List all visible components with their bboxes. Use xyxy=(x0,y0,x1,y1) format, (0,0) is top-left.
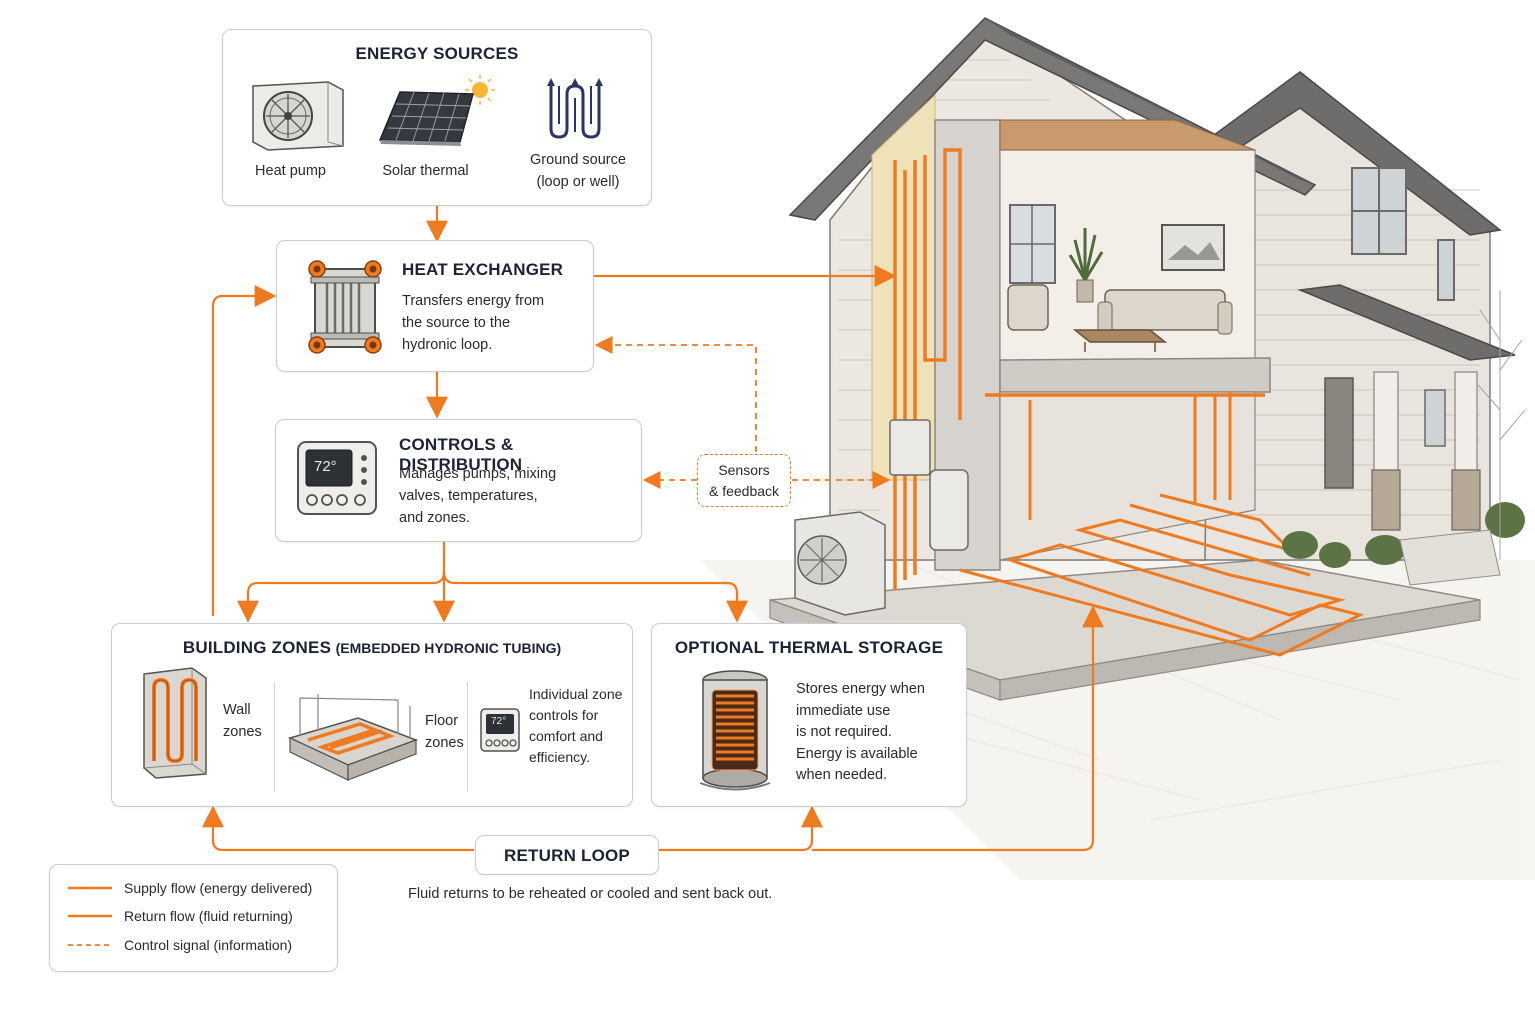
legend-label-return: Return flow (fluid returning) xyxy=(124,908,293,924)
return-loop-caption: Fluid returns to be reheated or cooled a… xyxy=(408,886,773,902)
ground-source-label-line1: Ground source xyxy=(530,152,626,168)
storage-tank-icon xyxy=(699,670,771,791)
ground-source-label-line2: (loop or well) xyxy=(536,174,620,190)
legend-box: Supply flow (energy delivered) Return fl… xyxy=(49,864,338,972)
tree-sketch xyxy=(1477,290,1526,560)
signal-sensors-to-exchanger xyxy=(594,336,757,452)
floor-zones-icon xyxy=(287,694,419,781)
floor-slab xyxy=(999,357,1271,393)
arrow-return-loop-right xyxy=(659,805,823,852)
controls-title: CONTROLS & DISTRIBUTION xyxy=(399,435,523,474)
thermal-storage-line3: is not required. xyxy=(796,724,892,740)
wall-zones-label-line1: Wall xyxy=(223,702,251,718)
thermostat-icon xyxy=(297,441,377,515)
house-window xyxy=(1424,389,1446,447)
zones-divider-2 xyxy=(467,682,468,792)
thermal-storage-line5: when needed. xyxy=(796,767,888,783)
legend-item-supply: Supply flow (energy delivered) xyxy=(68,880,312,896)
room-ceiling xyxy=(999,119,1256,151)
building-zones-title-sub: (EMBEDDED HYDRONIC TUBING) xyxy=(335,640,562,656)
controls-desc-line1: Manages pumps, mixing xyxy=(399,466,557,482)
return-loop-box: RETURN LOOP xyxy=(475,835,659,875)
wall-zones-icon xyxy=(143,667,207,779)
utility-control-box xyxy=(889,419,931,476)
supply-pipes xyxy=(893,148,1265,590)
legend-swatch-return xyxy=(68,914,112,918)
controls-desc-line3: and zones. xyxy=(399,510,470,526)
building-zones-card: BUILDING ZONES (EMBEDDED HYDRONIC TUBING… xyxy=(111,623,633,807)
solar-thermal-label: Solar thermal xyxy=(382,163,469,179)
porch-door xyxy=(1324,377,1354,489)
zone-controls-line4: efficiency. xyxy=(529,749,590,765)
floor-zones-label-line1: Floor xyxy=(425,713,459,729)
heat-exchanger-icon xyxy=(308,260,382,354)
houseplant xyxy=(1068,228,1104,303)
heat-pump-label: Heat pump xyxy=(255,163,326,179)
legend-label-supply: Supply flow (energy delivered) xyxy=(124,880,313,896)
building-zones-title: BUILDING ZONES (EMBEDDED HYDRONIC TUBING… xyxy=(112,638,632,658)
wall-zones-label-line2: zones xyxy=(223,724,262,740)
armchair xyxy=(1007,284,1049,331)
heat-exchanger-desc-line2: the source to the xyxy=(402,315,511,331)
floor-tubing xyxy=(959,392,1365,657)
arrow-return-to-exchanger xyxy=(211,285,277,616)
shrubs xyxy=(1282,502,1525,568)
arrow-return-from-house xyxy=(812,605,1104,852)
arrow-controls-to-storage xyxy=(442,571,748,623)
zones-divider-1 xyxy=(274,682,275,792)
sensors-label-line2: & feedback xyxy=(708,483,780,499)
house-window xyxy=(1437,239,1455,301)
legend-item-control: Control signal (information) xyxy=(68,937,292,953)
building-zones-title-main: BUILDING ZONES xyxy=(182,638,332,657)
heat-exchanger-desc-line1: Transfers energy from xyxy=(402,293,545,309)
porch-roof xyxy=(1297,284,1516,361)
water-heater xyxy=(929,469,969,551)
arrow-return-loop-left xyxy=(202,805,474,852)
porch-steps xyxy=(1399,529,1501,586)
return-loop-title: RETURN LOOP xyxy=(504,846,630,865)
zone-controls-line2: controls for xyxy=(529,707,599,723)
outdoor-heat-pump-unit xyxy=(794,511,886,616)
legend-label-control: Control signal (information) xyxy=(124,937,293,953)
wall-picture xyxy=(1161,224,1225,271)
zone-controls-line3: comfort and xyxy=(529,728,603,744)
ground-loop-icon xyxy=(547,78,603,139)
heat-exchanger-card: HEAT EXCHANGER Transfers energy from the… xyxy=(276,240,594,372)
coffee-table xyxy=(1072,329,1168,352)
solar-panel-icon xyxy=(378,75,495,146)
thermostat-reading: 72° xyxy=(314,458,337,475)
zone-controls-line1: Individual zone xyxy=(529,686,623,702)
energy-sources-title: ENERGY SOURCES xyxy=(355,44,519,63)
zone-thermostat-icon xyxy=(480,708,520,752)
heat-exchanger-desc-line3: hydronic loop. xyxy=(402,337,493,353)
legend-swatch-supply xyxy=(68,886,112,890)
arrow-controls-branch xyxy=(237,542,446,623)
thermal-storage-title: OPTIONAL THERMAL STORAGE xyxy=(674,638,944,657)
thermal-storage-card: OPTIONAL THERMAL STORAGE Stores energy w… xyxy=(651,623,967,807)
controls-card: 72° CONTROLS & DISTRIBUTION Manages pump… xyxy=(275,419,642,542)
sofa xyxy=(1097,289,1233,335)
thermal-storage-line4: Energy is available xyxy=(796,746,918,762)
thermal-storage-line2: immediate use xyxy=(796,703,891,719)
zone-thermostat-reading: 72° xyxy=(491,716,507,727)
controls-desc-line2: valves, temperatures, xyxy=(399,488,538,504)
energy-sources-card: ENERGY SOURCES Heat pump Solar thermal G… xyxy=(222,29,652,206)
legend-item-return: Return flow (fluid returning) xyxy=(68,908,293,924)
heat-pump-icon xyxy=(252,81,344,151)
sensors-feedback-box: Sensors & feedback xyxy=(697,454,791,507)
legend-swatch-control xyxy=(68,944,112,946)
sensors-label-line1: Sensors xyxy=(718,462,770,478)
lower-room xyxy=(999,391,1256,561)
heat-exchanger-title: HEAT EXCHANGER xyxy=(402,260,564,279)
thermal-storage-line1: Stores energy when xyxy=(796,681,925,697)
floor-zones-label-line2: zones xyxy=(425,735,464,751)
